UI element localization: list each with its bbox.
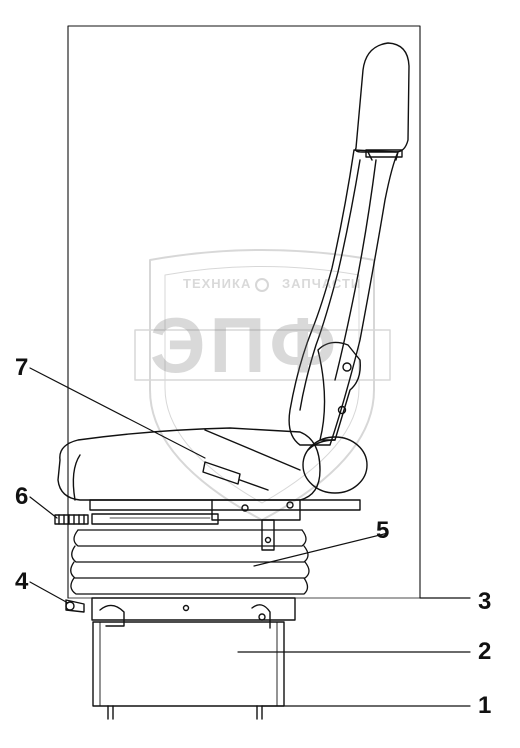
leader-7 (29, 367, 206, 459)
leader-4 (29, 581, 69, 604)
stud (256, 705, 263, 720)
bellows (70, 529, 310, 595)
watermark-text-left: ТЕХНИКА (183, 276, 252, 291)
callout-6: 6 (15, 483, 29, 510)
adjust-lever (202, 461, 241, 485)
callout-7: 7 (15, 354, 29, 381)
watermark-gear-icon (255, 278, 269, 292)
tab (261, 519, 275, 551)
bolt (342, 362, 352, 372)
callout-4: 4 (15, 568, 29, 595)
slide-rail (91, 513, 219, 525)
leader-6 (29, 496, 58, 519)
bolt (182, 604, 190, 612)
base-clip (99, 604, 125, 627)
headrest-mount (365, 149, 403, 158)
watermark-shield (134, 249, 391, 521)
leader-5 (253, 532, 389, 567)
side-bracket (211, 499, 301, 521)
base-clip (251, 604, 271, 629)
headrest-post (367, 151, 399, 161)
watermark-logo: ЭПФ (150, 301, 341, 389)
leader-lines (29, 367, 471, 707)
backrest-inner (299, 159, 377, 411)
watermark-text-right: ЗАПЧАСТИ (282, 276, 362, 291)
mounting-box (92, 621, 285, 707)
bolt (241, 504, 249, 512)
stud (107, 705, 114, 720)
backrest-outer (288, 149, 399, 446)
seat-cushion (57, 427, 321, 501)
bolt (286, 501, 294, 509)
slide-handle (54, 514, 89, 525)
assembly-frame (67, 25, 421, 599)
recline-hinge (302, 436, 368, 494)
callout-5: 5 (376, 517, 390, 544)
headrest (354, 42, 410, 153)
seat-plate (89, 499, 361, 511)
suspension-base (91, 597, 296, 621)
callout-2: 2 (478, 638, 492, 665)
backrest-bracket (317, 341, 361, 441)
callout-3: 3 (478, 588, 492, 615)
callout-1: 1 (478, 692, 492, 719)
bolt (337, 405, 347, 415)
